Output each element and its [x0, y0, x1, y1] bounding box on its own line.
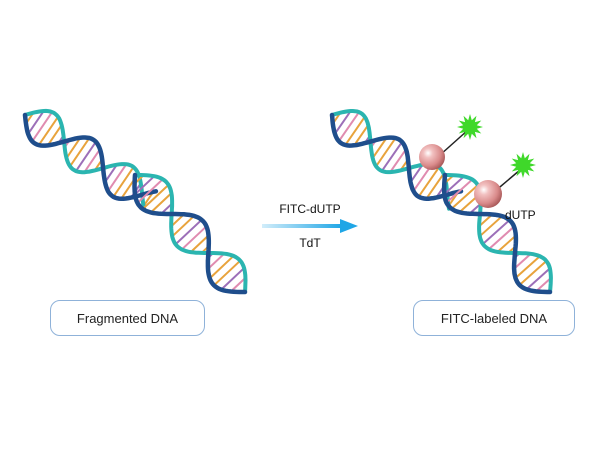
base-pair [425, 173, 445, 200]
dutp-bead-1 [419, 114, 483, 170]
base-pair [27, 110, 45, 135]
base-pair [69, 137, 91, 167]
dna-strand [133, 173, 248, 294]
fragmented-dna-label: Fragmented DNA [50, 300, 205, 336]
base-pair [171, 215, 195, 238]
base-pair [134, 175, 155, 196]
base-pair [375, 137, 397, 167]
dna-strand [443, 173, 553, 294]
base-pair [209, 255, 235, 280]
base-pair [181, 225, 208, 251]
dna-strand [329, 112, 464, 201]
labeled-dna-text: FITC-labeled DNA [440, 310, 548, 326]
base-pair [450, 184, 479, 210]
base-pair [371, 137, 388, 159]
base-pair [37, 116, 59, 146]
base-pair [107, 163, 128, 192]
dutp-bead-2 [474, 152, 536, 208]
base-pair [31, 111, 53, 142]
arrow-label-reagent: FITC-dUTP [279, 202, 341, 216]
dna-strand [330, 109, 451, 211]
labeled-dna-label: FITC-labeled DNA [413, 300, 575, 336]
base-pair [488, 225, 515, 250]
base-pair [496, 234, 517, 253]
arrow-right-icon [262, 219, 358, 233]
base-pair [75, 141, 97, 172]
base-pair [389, 148, 407, 173]
base-pair [535, 277, 552, 293]
arrow-label-enzyme: TdT [299, 236, 321, 250]
base-pair [190, 234, 210, 253]
dna-strand [132, 172, 248, 295]
base-pair [479, 215, 503, 237]
base-pair [136, 178, 164, 204]
base-pair [482, 219, 511, 245]
base-pair [230, 277, 247, 293]
base-pair [518, 260, 547, 286]
base-pair [514, 255, 541, 279]
base-pair [83, 148, 101, 173]
starburst-icon [510, 152, 536, 178]
dna-strand [23, 108, 147, 211]
base-pair [174, 219, 203, 246]
base-pair [112, 166, 135, 198]
base-pair [65, 137, 82, 159]
base-pair [409, 164, 424, 183]
nucleotide-label: dUTP [505, 208, 536, 222]
base-pair [46, 124, 63, 146]
dna-fragment-2 [132, 172, 248, 295]
base-pair [220, 267, 245, 291]
base-pair [150, 192, 173, 214]
base-pair [213, 259, 241, 287]
sphere-icon [419, 144, 445, 170]
fragmented-dna-text: Fragmented DNA [76, 310, 179, 326]
dna-strand [22, 112, 159, 202]
base-pair [445, 178, 473, 204]
base-pair [142, 184, 170, 210]
base-pair [443, 175, 465, 195]
base-pair [353, 124, 370, 146]
base-pair [334, 110, 352, 135]
dna-strand [441, 172, 553, 295]
labeled-dna-fragment-1 [329, 109, 464, 211]
sphere-icon [474, 180, 502, 208]
base-pair [417, 166, 440, 198]
base-pair [207, 252, 225, 270]
base-pair [104, 164, 118, 183]
base-pair [338, 111, 360, 142]
labeled-dna-fragment-2 [441, 172, 553, 295]
base-pair [525, 267, 551, 291]
starburst-icon [457, 114, 483, 140]
base-pair [513, 253, 532, 270]
base-pair [344, 116, 366, 146]
base-pair [381, 141, 403, 172]
